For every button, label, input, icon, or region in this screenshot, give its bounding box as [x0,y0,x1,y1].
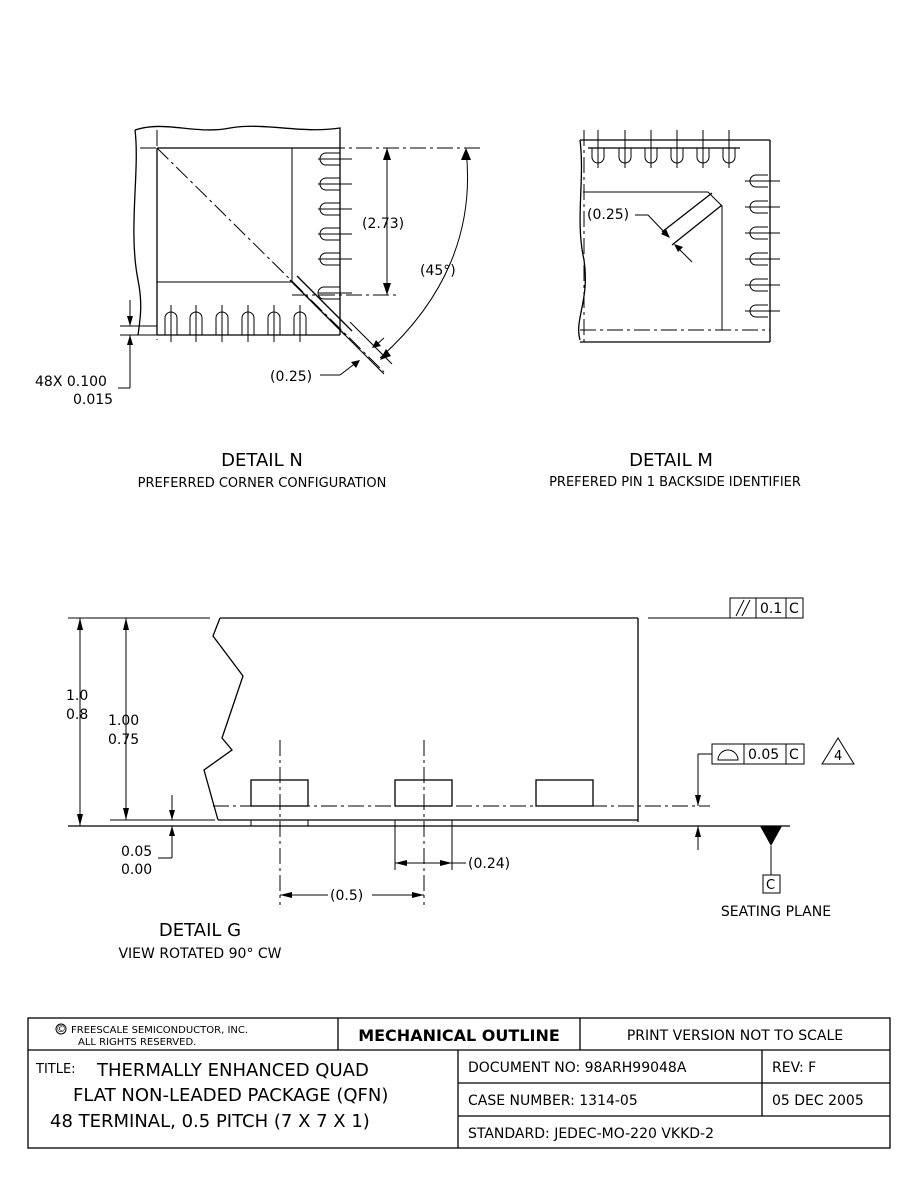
title-block-text: © FREESCALE SEMICONDUCTOR, INC. ALL RIGH… [35,1024,864,1142]
parallelism-datum: C [789,601,799,617]
detail-n-bottom-terminals [164,305,307,342]
dim-0-25-m: (0.25) [587,207,629,223]
dim-pitch: (0.5) [330,888,363,904]
dim-48x-top: 48X 0.100 [35,374,107,390]
revision: REV: F [772,1060,816,1076]
detail-m-right-terminals [745,174,780,318]
dim-standoff-max: 0.05 [121,844,152,860]
dim-45-deg: (45°) [420,263,456,279]
title-block [27,1017,891,1149]
seating-plane-label: SEATING PLANE [721,904,831,920]
title-line-2: FLAT NON-LEADED PACKAGE (QFN) [73,1085,388,1106]
detail-m-drawing [578,130,780,345]
coplanarity-datum: C [789,747,799,763]
title-line-3: 48 TERMINAL, 0.5 PITCH (7 X 7 X 1) [50,1111,370,1132]
note-flag-number: 4 [834,749,842,764]
dim-body-max: 1.00 [108,713,139,729]
dim-0-25-n: (0.25) [270,369,312,385]
detail-n-drawing [118,125,480,389]
datum-c-label: C [766,878,775,893]
case-number: CASE NUMBER: 1314-05 [468,1093,638,1109]
detail-m-labels: (0.25) DETAIL M PREFERED PIN 1 BACKSIDE … [549,207,801,490]
document-number: DOCUMENT NO: 98ARH99048A [468,1060,687,1076]
standard: STANDARD: JEDEC-MO-220 VKKD-2 [468,1126,714,1142]
release-date: 05 DEC 2005 [772,1093,864,1109]
detail-n-labels: (2.73) (45°) (0.25) 48X 0.100 0.015 DETA… [35,216,456,491]
detail-n-subtitle: PREFERRED CORNER CONFIGURATION [138,476,387,491]
print-version-note: PRINT VERSION NOT TO SCALE [627,1028,843,1044]
coplanarity-tolerance: 0.05 [748,747,779,763]
parallelism-tolerance: 0.1 [760,601,782,617]
detail-m-top-terminals [588,130,740,168]
dim-2-73: (2.73) [362,216,404,232]
dim-lead-width: (0.24) [468,856,510,872]
detail-g-labels: 1.0 0.8 1.00 0.75 0.05 0.00 (0.5) (0.24)… [66,601,842,962]
copyright-symbol: © [56,1024,66,1035]
title-label: TITLE: [35,1062,76,1077]
copyright-line-1: FREESCALE SEMICONDUCTOR, INC. [71,1025,248,1036]
detail-g-subtitle: VIEW ROTATED 90° CW [118,946,281,962]
dim-48x-bottom: 0.015 [73,392,113,408]
detail-n-title: DETAIL N [221,450,303,471]
dim-body-min: 0.75 [108,732,139,748]
detail-g-drawing [68,597,855,905]
detail-n-right-terminals [317,152,352,300]
dim-standoff-min: 0.00 [121,862,152,878]
detail-m-title: DETAIL M [629,450,713,471]
detail-g-title: DETAIL G [159,920,241,941]
dim-height-max: 1.0 [66,688,88,704]
mechanical-outline-header: MECHANICAL OUTLINE [358,1026,560,1045]
title-line-1: THERMALLY ENHANCED QUAD [96,1060,369,1081]
detail-m-subtitle: PREFERED PIN 1 BACKSIDE IDENTIFIER [549,475,801,490]
copyright-line-2: ALL RIGHTS RESERVED. [78,1037,196,1048]
dim-height-min: 0.8 [66,707,88,723]
